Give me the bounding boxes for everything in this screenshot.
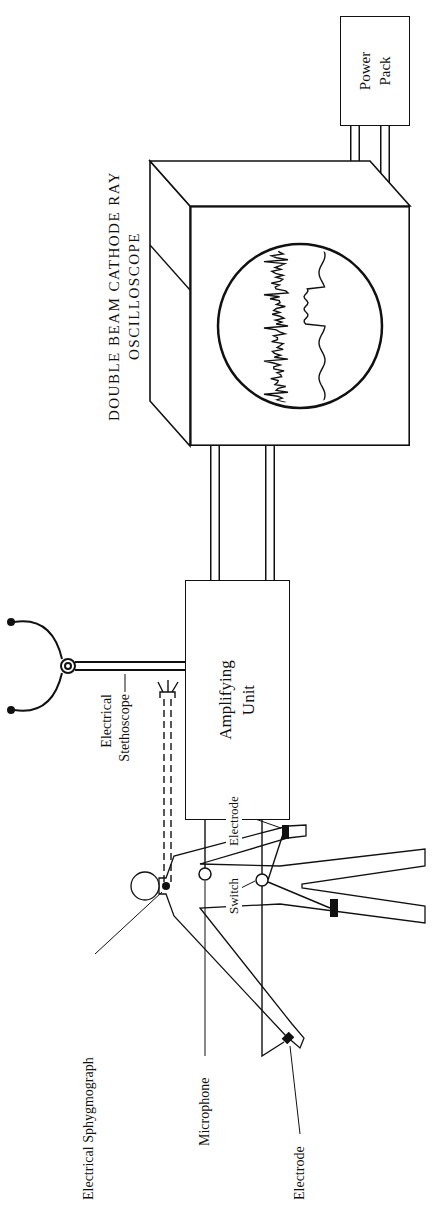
callout-label: Electrode xyxy=(226,794,242,848)
callout-label: Electrode xyxy=(291,1144,309,1202)
scope-side-face xyxy=(150,161,410,206)
scope-title: DOUBLE BEAM CATHODE RAY OSCILLOSCOPE xyxy=(104,156,145,436)
sphygmograph-plug xyxy=(158,680,178,698)
unit-box: Amplifying Unit xyxy=(185,580,290,820)
scope-top-face xyxy=(150,161,190,446)
waveform xyxy=(264,248,325,404)
unit-box: Power Pack xyxy=(340,16,410,126)
switch-symbol xyxy=(256,874,268,886)
sphygmograph-pickup xyxy=(162,882,170,890)
callout-label: Electrical Stethoscope xyxy=(98,692,133,796)
oscilloscope-box: DOUBLE BEAM CATHODE RAY OSCILLOSCOPE xyxy=(190,206,410,446)
scope-face xyxy=(191,207,409,445)
electrode-band xyxy=(282,825,338,1044)
unit-name: Power Pack xyxy=(355,40,396,102)
unit-name: Amplifying Unit xyxy=(215,645,261,755)
callout-label: Switch xyxy=(226,876,242,916)
cable xyxy=(270,446,271,580)
callout-label: Electrical Sphygmograph xyxy=(80,1055,98,1202)
human-figure xyxy=(131,825,425,1048)
body-wire xyxy=(205,820,330,1056)
stethoscope-icon xyxy=(8,619,185,713)
microphone-symbol xyxy=(199,868,211,880)
sphygmograph-lead xyxy=(164,698,171,882)
scope-front xyxy=(190,206,410,446)
scope-screen xyxy=(218,244,382,408)
scope-divider xyxy=(150,245,190,290)
callout-label: Microphone xyxy=(196,1076,214,1148)
cable xyxy=(215,446,216,580)
